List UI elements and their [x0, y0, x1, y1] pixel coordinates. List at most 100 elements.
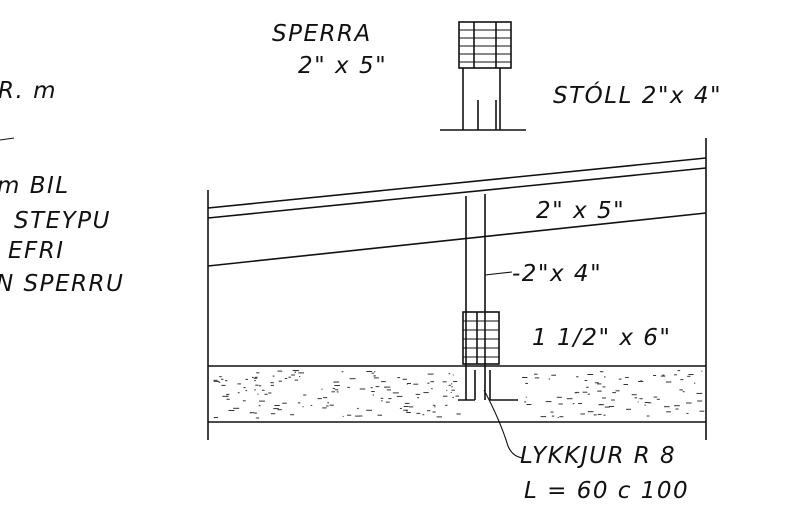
concrete-speck	[451, 389, 455, 391]
concrete-speck	[432, 411, 436, 413]
concrete-speck	[326, 405, 329, 407]
concrete-speck	[662, 374, 665, 376]
concrete-speck	[674, 405, 680, 407]
concrete-speck	[317, 398, 322, 400]
concrete-speck	[277, 370, 283, 372]
concrete-speck	[451, 383, 453, 385]
post-size-leader	[484, 271, 513, 276]
concrete-speck	[660, 375, 666, 377]
concrete-speck	[445, 404, 448, 406]
concrete-speck	[404, 402, 410, 404]
concrete-speck	[284, 378, 288, 379]
concrete-speck	[264, 393, 268, 395]
concrete-speck	[524, 401, 527, 403]
concrete-speck	[254, 380, 256, 382]
concrete-speck	[587, 374, 594, 375]
concrete-speck	[682, 391, 685, 393]
main-elevation: 2" x 5" -2"x 4" 1 1/2" x 6" LYKKJUR R 8 …	[207, 138, 707, 504]
concrete-speck	[268, 392, 272, 394]
concrete-speck	[297, 402, 301, 404]
concrete-speck	[582, 391, 588, 393]
concrete-speck	[587, 393, 590, 395]
side-note-line5: N SPERRU	[0, 271, 124, 297]
concrete-speck	[406, 383, 408, 385]
concrete-speck	[551, 374, 556, 376]
concrete-speck	[550, 411, 554, 413]
concrete-speck	[422, 414, 425, 416]
concrete-speck	[593, 414, 597, 416]
concrete-speck	[443, 395, 448, 397]
concrete-speck	[334, 385, 340, 386]
concrete-speck	[618, 378, 622, 380]
concrete-speck	[522, 377, 528, 378]
concrete-speck	[254, 389, 256, 391]
concrete-speck	[597, 383, 602, 385]
concrete-speck	[434, 406, 436, 408]
concrete-speck	[347, 414, 352, 416]
concrete-speck	[406, 412, 411, 413]
concrete-speck	[599, 371, 604, 373]
concrete-speck	[347, 386, 350, 388]
concrete-speck	[525, 382, 528, 384]
concrete-speck	[540, 416, 546, 418]
concrete-speck	[688, 374, 694, 375]
concrete-speck	[322, 407, 327, 409]
concrete-speck	[273, 408, 279, 410]
concrete-speck	[254, 412, 257, 414]
concrete-speck	[403, 406, 409, 407]
concrete-speck	[294, 379, 299, 381]
concrete-speck	[623, 384, 628, 385]
concrete-speck	[245, 390, 248, 392]
concrete-speck	[245, 378, 248, 380]
concrete-speck	[380, 397, 384, 399]
concrete-speck	[427, 382, 430, 384]
concrete-speck	[375, 386, 380, 388]
concrete-speck	[639, 398, 643, 400]
concrete-speck	[303, 394, 307, 396]
concrete-speck	[442, 381, 447, 383]
concrete-speck	[436, 416, 442, 418]
concrete-speck	[694, 382, 696, 384]
concrete-speck	[270, 382, 274, 384]
concrete-speck	[631, 394, 637, 396]
concrete-speck	[644, 404, 646, 406]
concrete-speck	[384, 386, 391, 388]
concrete-speck	[298, 372, 304, 374]
concrete-speck	[323, 397, 328, 399]
concrete-speck	[597, 390, 602, 392]
concrete-speck	[686, 402, 692, 404]
concrete-speck	[221, 384, 226, 386]
side-note-line3: STEYPU	[14, 208, 111, 234]
concrete-speck	[270, 384, 274, 386]
concrete-speck	[302, 406, 304, 408]
concrete-speck	[406, 410, 408, 412]
concrete-speck	[603, 414, 606, 416]
concrete-speck	[262, 389, 265, 391]
concrete-speck	[349, 378, 356, 380]
concrete-speck	[388, 398, 392, 400]
sill-hoop	[462, 311, 500, 365]
concrete-speck	[677, 370, 681, 372]
concrete-speck	[213, 379, 218, 381]
concrete-speck	[250, 412, 255, 414]
concrete-speck	[634, 397, 637, 399]
concrete-speck	[371, 391, 375, 392]
concrete-speck	[277, 409, 282, 411]
concrete-speck	[646, 415, 650, 417]
lykkjur-label: LYKKJUR R 8	[520, 443, 676, 469]
concrete-speck	[548, 378, 551, 380]
concrete-speck	[372, 394, 374, 396]
sperra-label: SPERRA	[272, 21, 372, 47]
concrete-speck	[219, 376, 222, 378]
concrete-speck	[584, 380, 588, 381]
sperra-size-label: 2" x 5"	[298, 53, 387, 79]
concrete-speck	[687, 375, 691, 377]
side-note-line1: R. m	[0, 78, 57, 104]
concrete-speck	[653, 396, 658, 398]
concrete-speck	[291, 374, 295, 376]
concrete-speck	[366, 371, 373, 372]
concrete-speck	[626, 408, 632, 410]
concrete-speck	[602, 386, 606, 388]
concrete-speck	[534, 377, 540, 379]
